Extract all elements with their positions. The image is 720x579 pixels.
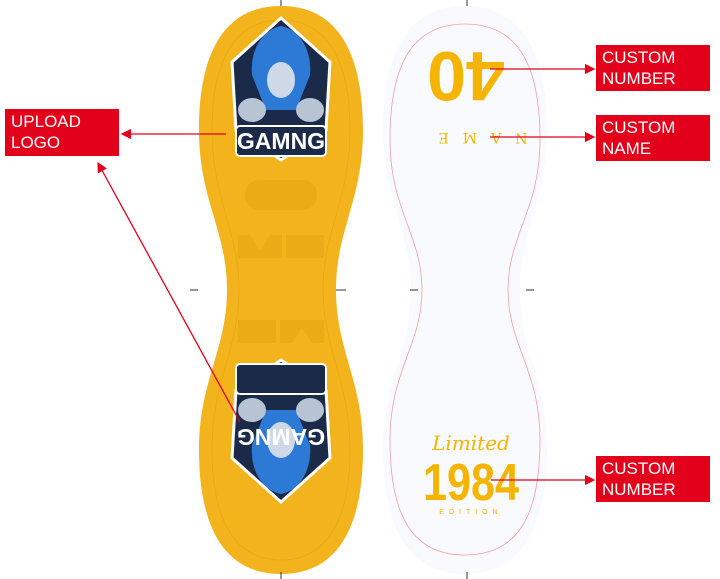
label-line: NUMBER: [602, 480, 676, 499]
label-line: UPLOAD: [11, 112, 81, 131]
label-line: NAME: [602, 139, 652, 158]
custom-name-label: CUSTOM NAME: [596, 115, 710, 161]
label-line: CUSTOM: [602, 48, 676, 67]
upload-logo-label: UPLOAD LOGO: [5, 109, 119, 156]
gaming-logo-bottom: [230, 358, 332, 505]
logo-text-top: GAMNG: [237, 128, 325, 154]
logo-text-bottom: GAMNG: [237, 424, 325, 450]
back-panel-shape: [383, 6, 547, 574]
label-line: CUSTOM: [602, 459, 676, 478]
custom-number-text: 40: [427, 37, 505, 115]
cut-line: [389, 23, 541, 556]
gaming-logo-top: [230, 15, 332, 162]
custom-number-label-top: CUSTOM NUMBER: [596, 45, 710, 91]
year-text: 1984: [423, 454, 519, 512]
label-line: CUSTOM: [602, 118, 676, 137]
label-line: NUMBER: [602, 69, 676, 88]
custom-number-label-bottom: CUSTOM NUMBER: [596, 456, 710, 502]
crop-marks: [190, 0, 534, 579]
limited-text: Limited: [431, 431, 510, 455]
arrow-upload-logo-bottom: [97, 161, 241, 423]
label-line: LOGO: [11, 133, 61, 152]
custom-name-text: NAME: [425, 129, 528, 145]
edition-text: EDITION: [439, 509, 502, 516]
